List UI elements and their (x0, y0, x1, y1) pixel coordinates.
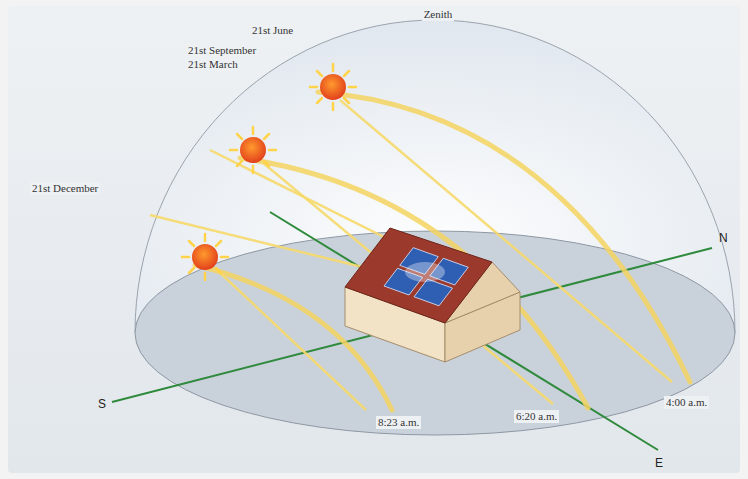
date-label: 21st March (186, 58, 240, 71)
june-path (318, 92, 690, 382)
date-label: 21st December (30, 182, 100, 195)
suns (182, 64, 356, 280)
east-axis (270, 212, 658, 450)
background-panel (8, 6, 740, 473)
zenith-label: Zenith (422, 8, 455, 21)
time-label: 8:23 a.m. (376, 416, 421, 429)
sun-paths (195, 92, 690, 410)
solar-panels (384, 248, 468, 306)
sun-june (310, 64, 356, 110)
compass-label: N (717, 232, 730, 245)
compass-label: E (653, 457, 665, 470)
date-label: 21st September (186, 44, 258, 57)
equinox-path (240, 158, 588, 408)
house (345, 228, 520, 362)
compass-label: S (96, 398, 108, 411)
date-label: 21st June (250, 24, 295, 37)
sun-rays (150, 100, 672, 410)
time-label: 6:20 a.m. (514, 410, 559, 423)
time-label: 4:00 a.m. (664, 396, 709, 409)
sun-december (182, 234, 228, 280)
sun-equinox (230, 127, 276, 173)
